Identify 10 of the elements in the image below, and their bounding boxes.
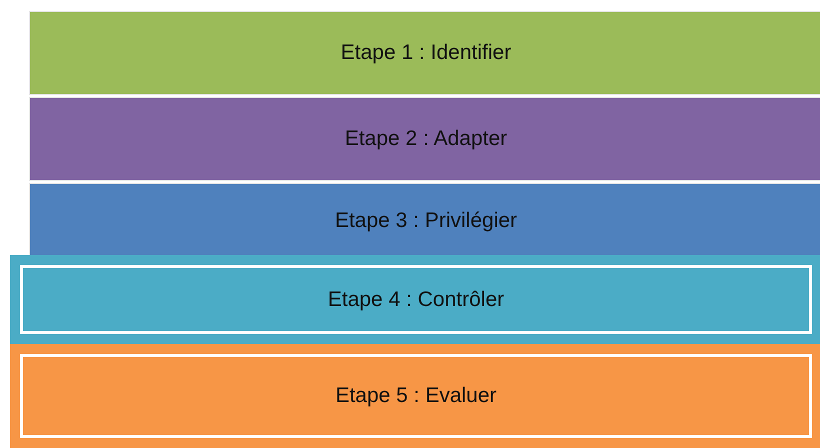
step-bar — [30, 12, 820, 94]
step-bar — [30, 98, 820, 180]
step-bar — [10, 255, 820, 344]
step-label: Etape 4 : Contrôler — [328, 288, 504, 312]
step-bar — [10, 344, 820, 448]
step-label: Etape 3 : Privilégier — [334, 209, 518, 233]
step-bar — [30, 184, 820, 258]
step-label: Etape 1 : Identifier — [340, 41, 512, 65]
step-label: Etape 5 : Evaluer — [335, 384, 497, 408]
step-label: Etape 2 : Adapter — [344, 127, 508, 151]
